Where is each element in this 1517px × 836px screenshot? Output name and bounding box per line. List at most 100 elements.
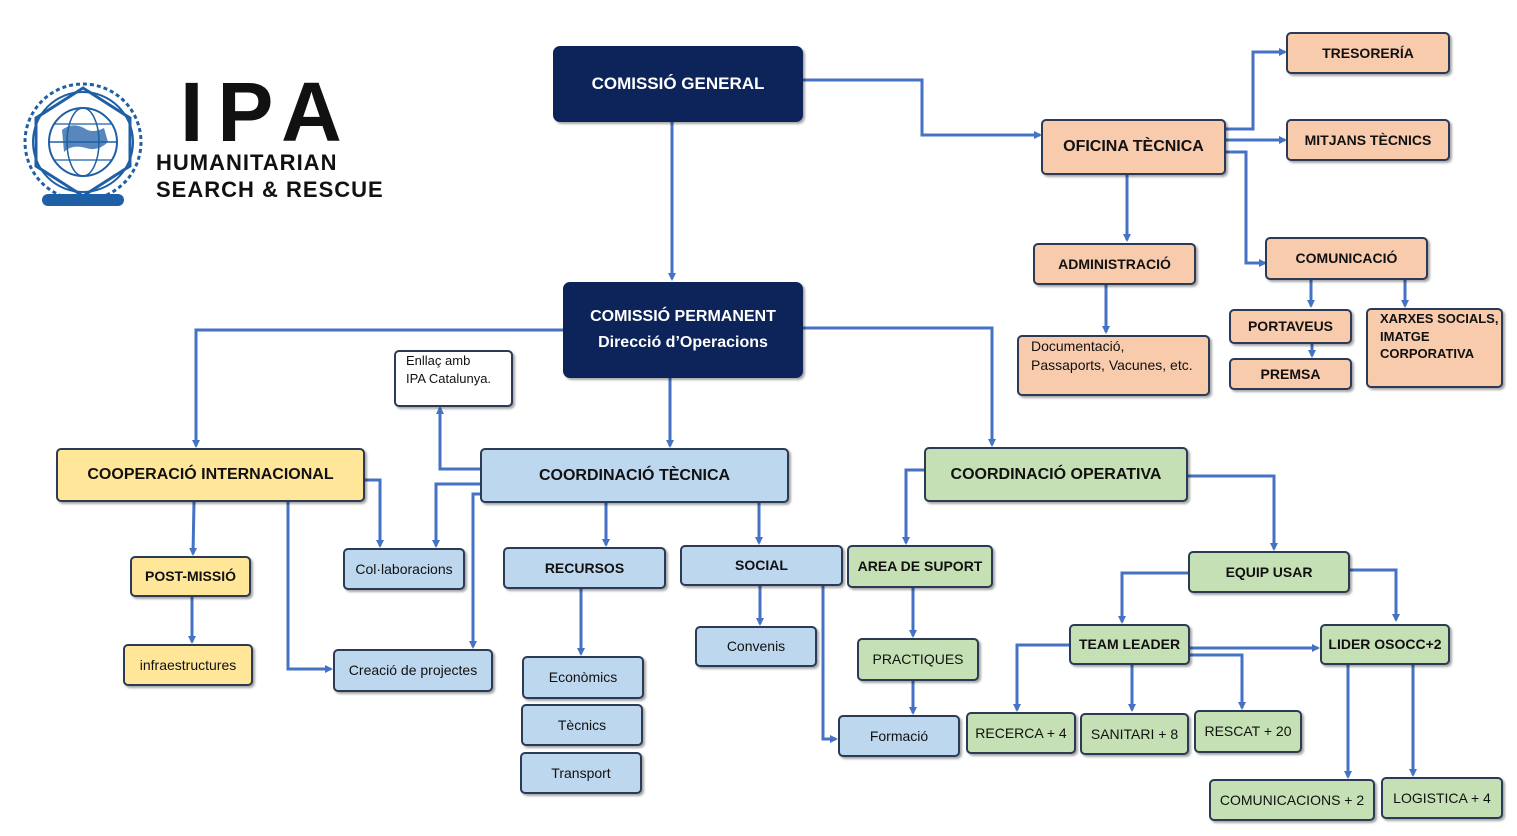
node-label: COOPERACIÓ INTERNACIONAL <box>87 466 334 484</box>
node-label: SOCIAL <box>735 557 788 574</box>
node-tresoreria: TRESORERÍA <box>1286 32 1450 74</box>
node-portaveus: PORTAVEUS <box>1229 309 1352 344</box>
node-label-line: IPA Catalunya. <box>406 370 492 386</box>
node-label: COMISSIÓ GENERAL <box>591 73 765 93</box>
node-label: OFICINA TÈCNICA <box>1063 138 1204 156</box>
logo-line-humanitarian: HUMANITARIAN <box>156 150 338 175</box>
node-economics: Econòmics <box>522 656 644 699</box>
node-documentacio: Documentació, Passaports, Vacunes, etc. <box>1017 335 1210 396</box>
node-oficina-tecnica: OFICINA TÈCNICA <box>1041 119 1226 175</box>
node-label: TEAM LEADER <box>1078 636 1181 653</box>
node-practiques: PRACTIQUES <box>857 638 979 681</box>
node-label: LIDER OSOCC+2 <box>1328 636 1442 653</box>
node-label: TRESORERÍA <box>1322 44 1414 61</box>
node-area-suport: AREA DE SUPORT <box>847 545 993 588</box>
node-label: COORDINACIÓ OPERATIVA <box>950 465 1162 483</box>
node-label: PREMSA <box>1260 365 1321 382</box>
node-comunicacio: COMUNICACIÓ <box>1265 237 1428 280</box>
node-coordinacio-operativa: COORDINACIÓ OPERATIVA <box>924 447 1188 502</box>
node-label: SANITARI + 8 <box>1090 725 1179 742</box>
logo-title: IPA <box>180 65 356 159</box>
node-label: PORTAVEUS <box>1247 318 1334 335</box>
connector <box>1190 653 1246 710</box>
node-label-line: XARXES SOCIALS, <box>1380 311 1499 326</box>
connector <box>821 586 838 743</box>
node-xarxes-socials: XARXES SOCIALS, IMATGE CORPORATIVA <box>1366 308 1503 388</box>
node-team-leader: TEAM LEADER <box>1069 624 1190 665</box>
ipa-globe-seal-icon <box>23 82 143 206</box>
node-label: infraestructures <box>139 656 237 673</box>
node-recursos: RECURSOS <box>503 547 666 589</box>
connector <box>192 328 563 448</box>
connector <box>1118 571 1188 624</box>
node-label: Transport <box>551 764 611 781</box>
connector <box>432 482 481 548</box>
node-label: Col·laboracions <box>355 560 453 577</box>
node-collaboracions: Col·laboracions <box>343 548 465 590</box>
node-comissio-general: COMISSIÓ GENERAL <box>553 46 803 122</box>
connector <box>365 478 384 548</box>
node-social: SOCIAL <box>680 545 843 586</box>
connector <box>1188 474 1278 551</box>
connector <box>1226 48 1287 131</box>
connector <box>189 501 198 556</box>
connector <box>803 326 996 447</box>
connector <box>436 406 481 471</box>
node-mitjans-tecnics: MITJANS TÈCNICS <box>1286 119 1450 161</box>
node-recerca: RECERCA + 4 <box>966 712 1076 754</box>
connector <box>902 468 925 545</box>
node-label: MITJANS TÈCNICS <box>1304 131 1432 148</box>
node-label: Formació <box>869 727 929 744</box>
connector <box>1226 150 1267 267</box>
node-premsa: PREMSA <box>1229 358 1352 390</box>
node-lider-osocc: LIDER OSOCC+2 <box>1320 624 1450 665</box>
node-label: COMUNICACIONS + 2 <box>1219 791 1365 808</box>
node-comissio-permanent: COMISSIÓ PERMANENT Direcció d’Operacions <box>563 282 803 378</box>
node-label: LOGISTICA + 4 <box>1393 789 1491 806</box>
connector <box>469 492 481 649</box>
node-formacio: Formació <box>838 715 960 757</box>
node-tecnics: Tècnics <box>521 704 643 746</box>
node-coordinacio-tecnica: COORDINACIÓ TÈCNICA <box>480 448 789 503</box>
node-label-line: Enllaç amb <box>406 353 471 368</box>
node-sublabel: Direcció d’Operacions <box>598 334 768 351</box>
node-label: COORDINACIÓ TÈCNICA <box>538 466 731 484</box>
node-infraestructures: infraestructures <box>123 644 253 686</box>
node-administracio: ADMINISTRACIÓ <box>1033 243 1196 285</box>
node-convenis: Convenis <box>695 626 817 667</box>
node-label: Tècnics <box>557 716 607 733</box>
node-transport: Transport <box>520 752 642 794</box>
node-label: RECERCA + 4 <box>975 724 1067 741</box>
node-sanitari: SANITARI + 8 <box>1080 713 1189 755</box>
node-comunicacions: COMUNICACIONS + 2 <box>1209 779 1375 821</box>
node-post-missio: POST-MISSIÓ <box>130 556 251 597</box>
node-label: PRACTIQUES <box>872 651 964 668</box>
node-label-line: Documentació, <box>1031 338 1125 354</box>
logo-line-search-rescue: SEARCH & RESCUE <box>156 177 384 202</box>
node-label-line: Passaports, Vacunes, etc. <box>1031 356 1193 373</box>
node-rescat: RESCAT + 20 <box>1194 710 1302 753</box>
node-label: EQUIP USAR <box>1225 563 1313 580</box>
node-label: COMUNICACIÓ <box>1295 250 1398 267</box>
node-enllac-ipa-catalunya: Enllaç amb IPA Catalunya. <box>394 350 513 407</box>
node-equip-usar: EQUIP USAR <box>1188 551 1350 593</box>
node-label: Creació de projectes <box>348 662 478 679</box>
connector <box>286 502 333 673</box>
node-label: RESCAT + 20 <box>1204 723 1292 740</box>
node-label-line: IMATGE <box>1380 328 1430 344</box>
node-label: POST-MISSIÓ <box>144 568 236 585</box>
node-creacio-projectes: Creació de projectes <box>333 649 493 692</box>
connector <box>1350 568 1400 622</box>
node-cooperacio-internacional: COOPERACIÓ INTERNACIONAL <box>56 448 365 502</box>
node-label: Econòmics <box>548 669 618 686</box>
node-label: RECURSOS <box>544 559 625 576</box>
connector <box>1013 643 1069 712</box>
node-label: AREA DE SUPORT <box>857 558 983 575</box>
node-label: COMISSIÓ PERMANENT <box>590 308 776 326</box>
node-label: ADMINISTRACIÓ <box>1058 255 1171 272</box>
node-logistica: LOGISTICA + 4 <box>1381 777 1503 819</box>
node-label: Convenis <box>726 638 786 655</box>
connector <box>803 78 1042 139</box>
node-label-line: CORPORATIVA <box>1380 346 1475 362</box>
